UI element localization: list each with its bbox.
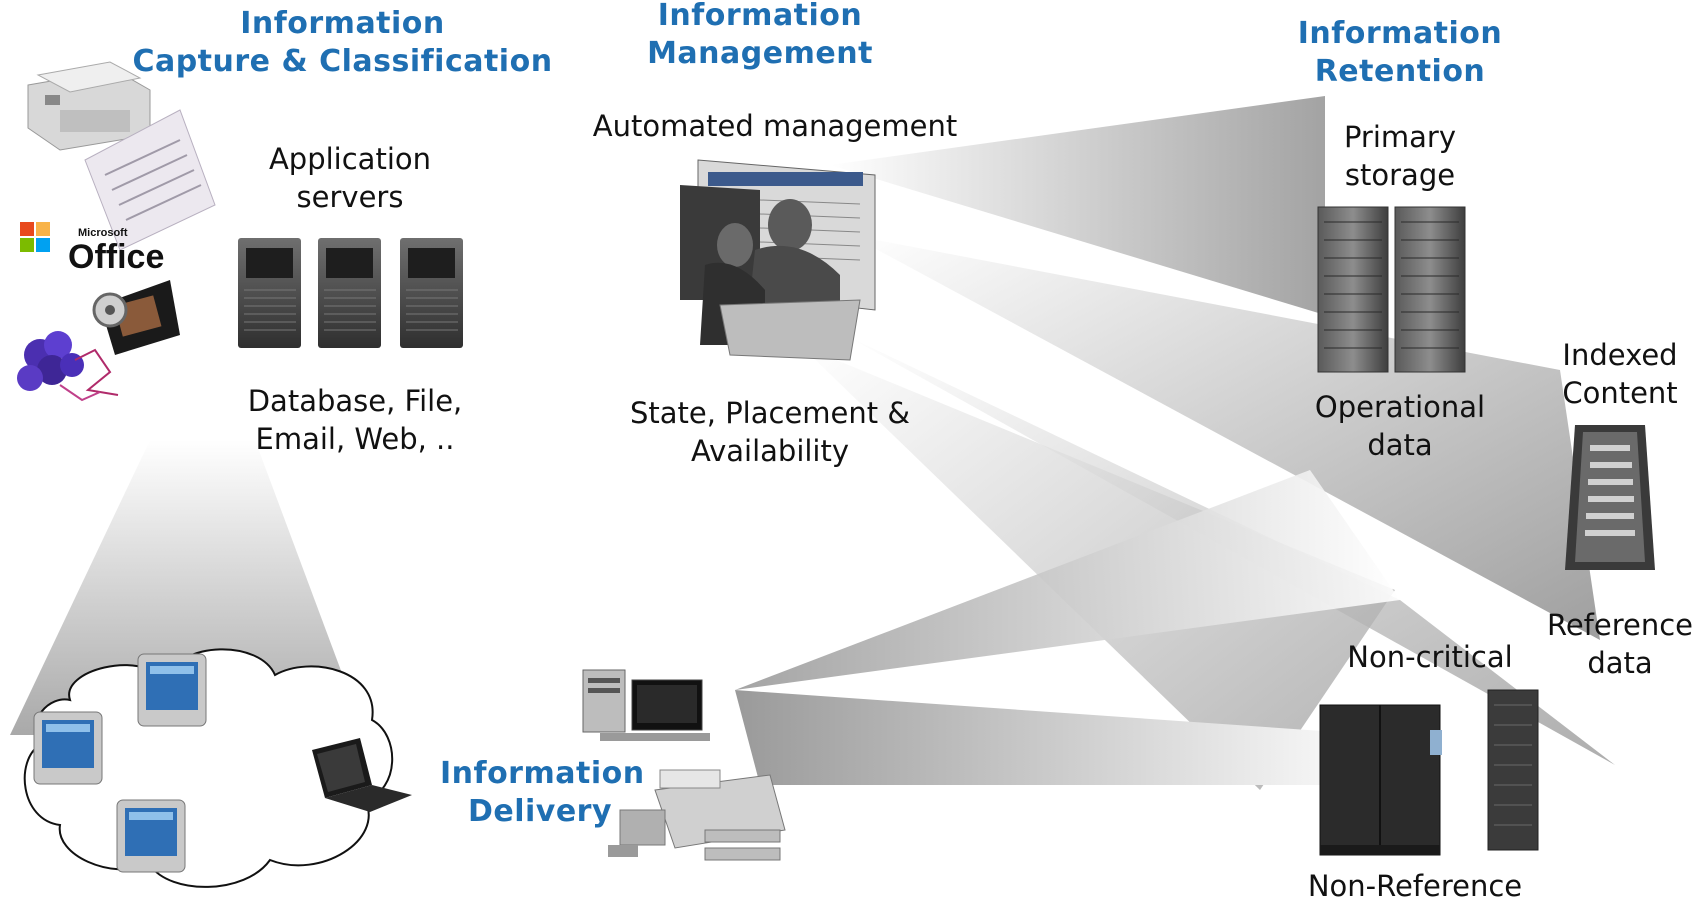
label-state-line-1: State, Placement & [630, 396, 910, 430]
heading-retention-line-1: Information [1297, 16, 1503, 51]
application-server-2 [318, 238, 381, 348]
label-primary-storage: Primary storage [1320, 118, 1480, 194]
label-application-servers-line-2: servers [296, 180, 404, 214]
label-automated-management-line-1: Automated management [592, 109, 958, 143]
heading-capture-classification: Information Capture & Classification [130, 5, 555, 81]
label-non-critical: Non-critical [1330, 638, 1530, 676]
heading-information-retention: Information Retention [1290, 15, 1510, 91]
heading-information-delivery: Information Delivery [440, 755, 645, 831]
label-reference-data-line-2: data [1587, 646, 1653, 680]
non-critical-storage-cabinet-icon [1487, 689, 1539, 851]
office-logo-text: Office [68, 238, 164, 276]
label-automated-management: Automated management [590, 107, 960, 145]
label-application-servers-line-1: Application [268, 142, 432, 176]
label-operational-data: Operational data [1300, 388, 1500, 464]
label-operational-data-line-1: Operational [1314, 390, 1486, 424]
label-operational-data-line-2: data [1367, 428, 1433, 462]
label-indexed-content: Indexed Content [1550, 336, 1690, 412]
heading-information-management: Information Management [620, 0, 900, 73]
flow-management-to-primary-storage [830, 96, 1325, 315]
flow-archive-to-delivery [735, 690, 1390, 785]
label-indexed-content-line-1: Indexed [1562, 338, 1678, 372]
heading-retention-line-2: Retention [1314, 54, 1486, 89]
label-reference-data-line-1: Reference [1546, 608, 1694, 642]
heading-delivery-line-2: Delivery [467, 794, 613, 829]
application-server-3 [400, 238, 463, 348]
heading-management-line-2: Management [647, 36, 873, 71]
office-logo-small-text: Microsoft [78, 227, 128, 239]
pda-device-icon-1 [137, 653, 207, 727]
label-db-line-1: Database, File, [247, 384, 463, 418]
label-non-reference-line-1: Non-Reference [1307, 869, 1523, 903]
label-reference-data: Reference data [1545, 606, 1695, 682]
primary-storage-rack-1 [1317, 206, 1389, 373]
flow-retention-to-delivery [735, 470, 1400, 690]
paper-document-icon [84, 109, 216, 251]
multifunction-scanner-icon [27, 61, 151, 151]
pda-device-icon-3 [116, 799, 186, 873]
label-indexed-content-line-2: Content [1562, 376, 1678, 410]
label-db-line-2: Email, Web, .. [255, 422, 455, 456]
heading-management-line-1: Information [657, 0, 863, 33]
label-state-placement-availability: State, Placement & Availability [620, 394, 920, 470]
printer-icon [608, 769, 786, 861]
heading-delivery-line-1: Information [440, 756, 645, 791]
flow-management-to-indexed-content [850, 235, 1600, 640]
label-state-line-2: Availability [690, 434, 850, 468]
molecule-icon [17, 331, 119, 402]
tape-library-icon [1319, 704, 1442, 856]
pda-device-icon-2 [33, 711, 103, 785]
microsoft-office-logo: Microsoft Office [20, 222, 164, 276]
label-primary-storage-line-2: storage [1344, 158, 1456, 192]
heading-capture-line-1: Information [240, 6, 445, 41]
label-primary-storage-line-1: Primary [1343, 120, 1457, 154]
label-application-servers: Application servers [245, 140, 455, 216]
label-non-reference: Non-Reference [1305, 867, 1525, 905]
label-database-file-email: Database, File, Email, Web, .. [230, 382, 480, 458]
indexed-content-rack-icon [1565, 425, 1655, 570]
desktop-pc-icon [582, 669, 710, 741]
operator-workstation-image [680, 159, 876, 361]
label-non-critical-line-1: Non-critical [1347, 640, 1513, 674]
laptop-icon [312, 738, 412, 812]
film-reel-icon [92, 280, 180, 355]
heading-capture-line-2: Capture & Classification [132, 44, 553, 79]
primary-storage-rack-2 [1394, 206, 1466, 373]
flow-capture-to-clients [10, 440, 365, 735]
application-server-1 [238, 238, 301, 348]
